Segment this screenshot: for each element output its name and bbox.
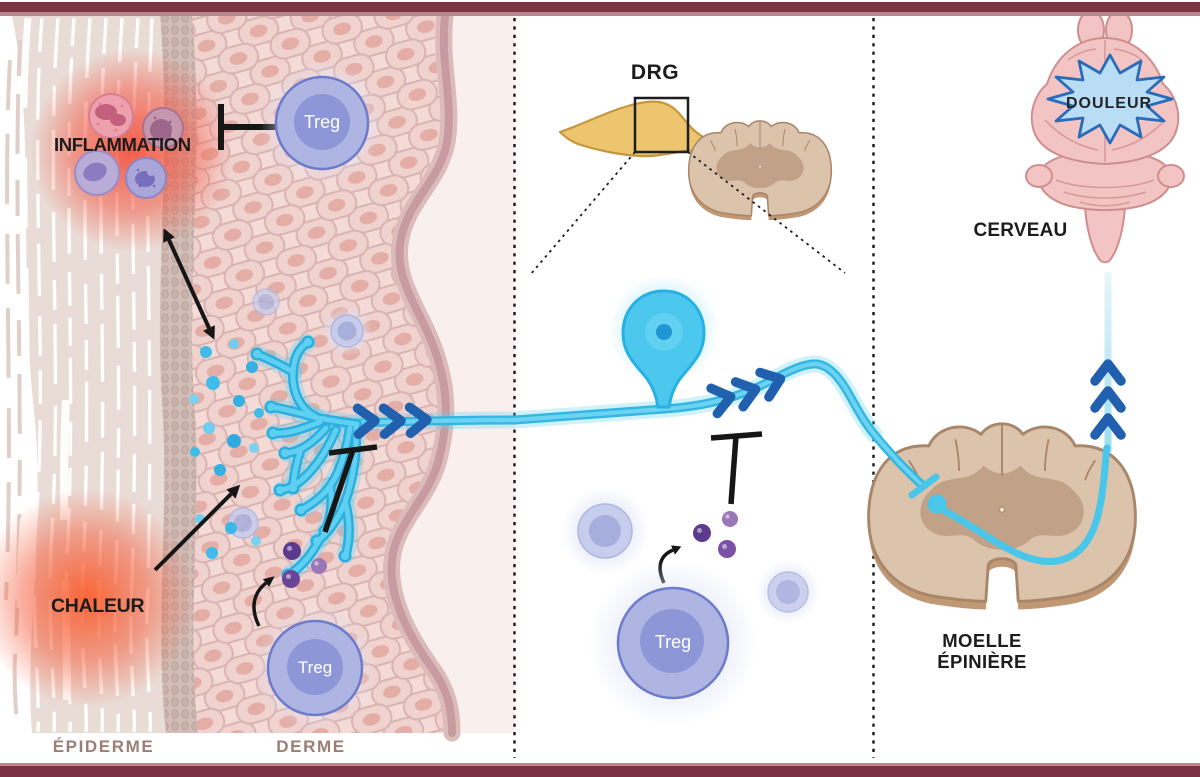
treg-cell-drg	[589, 559, 757, 727]
immune-cell	[142, 107, 184, 149]
release-arrow-skin	[252, 576, 275, 627]
bottom-frame-accent	[0, 763, 1200, 766]
drg-label: DRG	[630, 61, 680, 84]
drg-neuron-soma	[609, 275, 719, 409]
projection-neuron-soma	[927, 494, 947, 514]
nociceptor-nerve-ending	[250, 334, 366, 583]
signal-chevrons-drg	[711, 367, 785, 414]
inhibition-bar-axon	[710, 431, 763, 505]
purple-mediator-dots-drg	[693, 511, 738, 558]
inflammation-glow	[0, 15, 267, 285]
immune-cell	[125, 157, 167, 199]
drg-inset	[529, 96, 846, 276]
projection-axon	[941, 444, 1111, 565]
inhibition-bar-nerve-ending	[322, 444, 378, 533]
magnifier-box	[633, 96, 690, 154]
bidirectional-arrow	[163, 228, 215, 340]
treg-label-skin-top: Treg	[303, 112, 341, 132]
pain-starburst	[1046, 53, 1174, 145]
spinal-synapse	[908, 444, 1111, 565]
brainstem	[1084, 204, 1126, 264]
paraflocculus	[1157, 164, 1185, 188]
treg-cell-skin-top	[260, 61, 384, 185]
treg-label-skin-bottom: Treg	[297, 658, 333, 677]
lavender-cells-skin	[227, 288, 373, 539]
soma-nucleolus	[656, 324, 672, 340]
immune-cell	[74, 150, 120, 196]
derme-label: DERME	[276, 737, 346, 756]
heat-stimulus-arrow	[153, 484, 241, 572]
skin-panel	[0, 7, 515, 742]
synaptic-terminal-bar	[908, 473, 940, 499]
panel-separators	[513, 18, 875, 758]
spinal-cord-inset	[687, 120, 833, 221]
heat-glow	[0, 458, 226, 738]
magnifier-dotted-lines	[529, 151, 846, 276]
purple-mediator-dots-skin	[282, 542, 327, 588]
moelle-line1: MOELLE	[942, 630, 1022, 651]
paraflocculus	[1025, 164, 1053, 188]
treg-cell-skin-bottom	[253, 606, 377, 730]
blue-mediator-dots	[189, 339, 264, 559]
immune-cell	[88, 93, 134, 139]
top-frame-bar	[0, 2, 1200, 12]
cerveau-label: CERVEAU	[973, 220, 1068, 241]
top-frame-accent	[0, 12, 1200, 16]
douleur-label: DOULEUR	[1065, 95, 1153, 112]
dermis-border	[383, 7, 461, 742]
epiderme-label: ÉPIDERME	[52, 737, 155, 756]
moelle-line2: ÉPINIÈRE	[937, 651, 1027, 672]
bottom-frame-bar	[0, 766, 1200, 777]
lavender-cells-drg-panel	[561, 487, 820, 624]
inflammation-label: INFLAMMATION	[54, 134, 191, 155]
immune-cell-cluster	[74, 93, 184, 199]
chaleur-label: CHALEUR	[51, 595, 145, 617]
treg-label-drg: Treg	[654, 632, 692, 652]
